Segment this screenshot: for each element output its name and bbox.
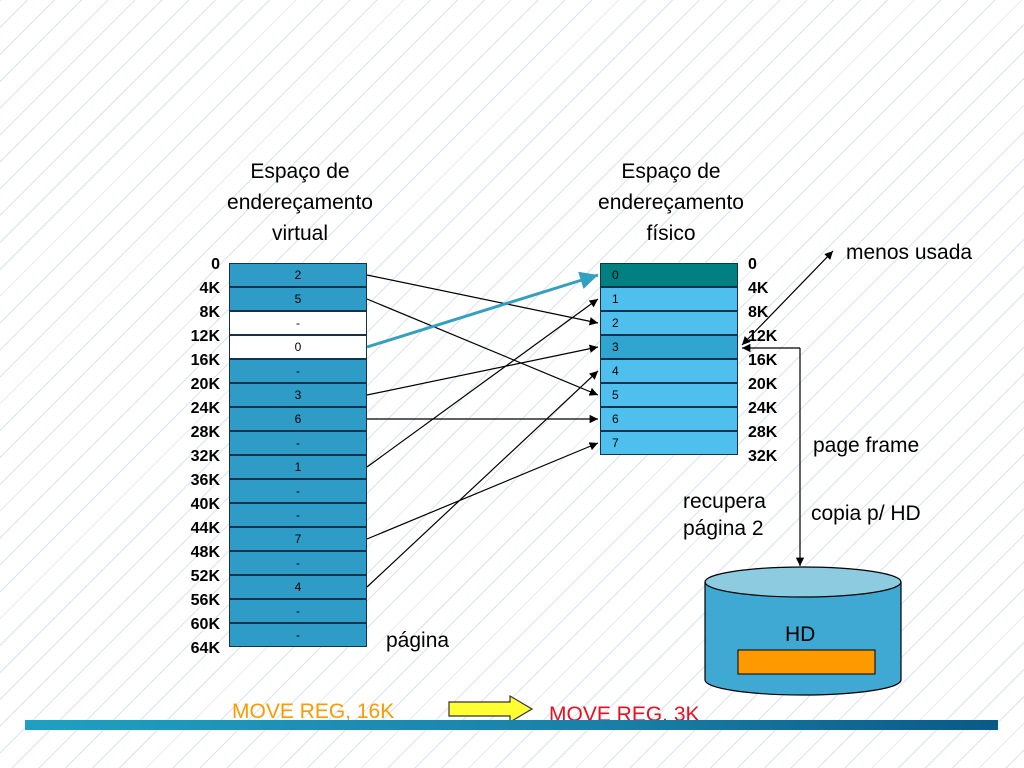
virtual-page-entry: - xyxy=(229,359,367,383)
move-reg-16k: MOVE REG, 16K xyxy=(232,700,395,723)
menos-usada-label: menos usada xyxy=(846,241,973,264)
virtual-page-entry: - xyxy=(229,311,367,335)
hd-page-block xyxy=(737,649,876,675)
pagina-label: página xyxy=(386,629,450,652)
physical-frame: 3 xyxy=(600,335,738,359)
move-arrow xyxy=(448,694,534,724)
mapping-arrow xyxy=(366,370,599,588)
virtual-address: 32K xyxy=(190,448,220,465)
physical-space-title: Espaço de endereçamento físico xyxy=(576,156,766,249)
virtual-title-line: Espaço de xyxy=(250,160,350,183)
physical-frame: 6 xyxy=(600,407,738,431)
virtual-page-entry: - xyxy=(229,479,367,503)
page-frame-label: page frame xyxy=(813,434,920,457)
hd-cylinder xyxy=(704,566,902,696)
mapping-arrow xyxy=(366,344,599,396)
virtual-address: 40K xyxy=(190,496,220,513)
menos-usada-arrow xyxy=(741,250,834,346)
virtual-address: 52K xyxy=(190,568,220,585)
virtual-page-entry: - xyxy=(229,503,367,527)
virtual-address: 36K xyxy=(190,472,220,489)
physical-address: 20K xyxy=(748,376,778,393)
virtual-page-entry: 4 xyxy=(229,575,367,599)
physical-address: 28K xyxy=(748,424,778,441)
virtual-page-entry: 0 xyxy=(229,335,367,359)
physical-frame: 4 xyxy=(600,359,738,383)
highlight-mapping-arrow xyxy=(366,271,599,349)
virtual-title-line: endereçamento xyxy=(227,191,373,214)
hd-label: HD xyxy=(785,623,816,646)
physical-title-line: endereçamento xyxy=(598,191,744,214)
hd-top xyxy=(704,566,902,598)
mapping-arrow xyxy=(366,298,599,468)
virtual-address: 12K xyxy=(190,328,220,345)
mapping-arrow xyxy=(366,274,599,326)
recupera-line: página 2 xyxy=(683,517,764,540)
virtual-page-entry: 5 xyxy=(229,287,367,311)
physical-frame: 7 xyxy=(600,431,738,455)
virtual-address: 48K xyxy=(190,544,220,561)
virtual-address: 28K xyxy=(190,424,220,441)
virtual-address: 24K xyxy=(190,400,220,417)
virtual-page-entry: - xyxy=(229,599,367,623)
mapping-arrow xyxy=(366,442,599,540)
virtual-address: 0 xyxy=(211,256,220,273)
virtual-page-entry: 1 xyxy=(229,455,367,479)
virtual-page-entry: 6 xyxy=(229,407,367,431)
virtual-page-entry: - xyxy=(229,431,367,455)
physical-address: 24K xyxy=(748,400,778,417)
physical-frame: 0 xyxy=(600,263,738,287)
virtual-space-title: Espaço de endereçamento virtual xyxy=(205,156,395,249)
physical-title-line: Espaço de xyxy=(621,160,721,183)
virtual-page-entry: - xyxy=(229,623,367,647)
physical-address: 32K xyxy=(748,448,778,465)
virtual-page-entry: 2 xyxy=(229,263,367,287)
virtual-address: 20K xyxy=(190,376,220,393)
virtual-address-column: 0 4K 8K 12K 16K 20K 24K 28K 32K 36K 40K … xyxy=(150,253,220,661)
virtual-page-entry: 3 xyxy=(229,383,367,407)
virtual-address: 56K xyxy=(190,592,220,609)
physical-frame: 1 xyxy=(600,287,738,311)
page-mapping-arrows xyxy=(366,271,599,588)
recupera-line: recupera xyxy=(683,490,766,513)
virtual-page-entry: 7 xyxy=(229,527,367,551)
physical-title-line: físico xyxy=(646,222,696,245)
virtual-address: 16K xyxy=(190,352,220,369)
virtual-page-entry: - xyxy=(229,551,367,575)
virtual-title-line: virtual xyxy=(271,222,329,245)
virtual-address: 60K xyxy=(190,616,220,633)
mapping-arrow xyxy=(366,298,599,396)
bottom-bar xyxy=(25,720,998,730)
physical-frame: 5 xyxy=(600,383,738,407)
recupera-label: recupera página 2 xyxy=(683,488,766,542)
physical-address: 16K xyxy=(748,352,778,369)
physical-frame: 2 xyxy=(600,311,738,335)
virtual-address: 64K xyxy=(190,640,220,657)
copia-label: copia p/ HD xyxy=(811,502,921,525)
virtual-address: 4K xyxy=(199,280,220,297)
virtual-address: 8K xyxy=(199,304,220,321)
virtual-address: 44K xyxy=(190,520,220,537)
